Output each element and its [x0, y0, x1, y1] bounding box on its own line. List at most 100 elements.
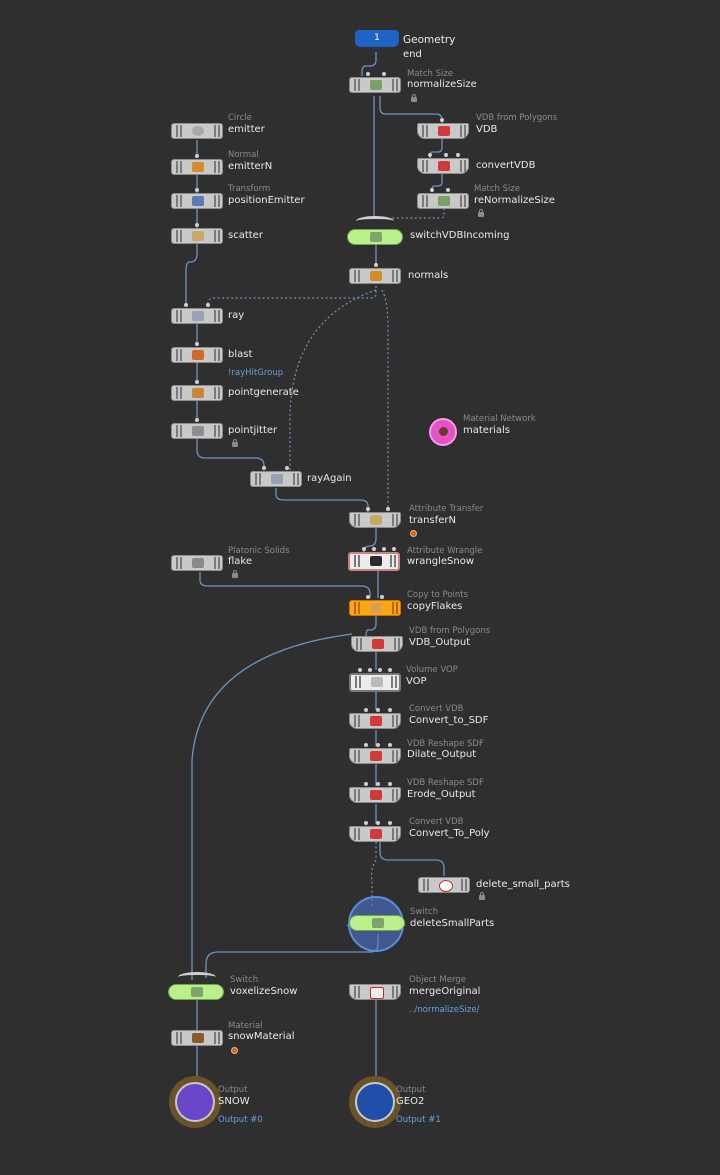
node-type: Object Merge: [409, 975, 466, 985]
normal-icon: [192, 162, 204, 172]
node-label: pointjitter: [228, 425, 278, 436]
node-type: Material Network: [463, 414, 536, 424]
node-rayAgain[interactable]: [250, 471, 302, 487]
node-voxelizeSnow[interactable]: [168, 984, 224, 1000]
point-jitter-icon: [192, 426, 204, 436]
node-type: Convert VDB: [409, 704, 464, 714]
output-index: Output #0: [218, 1115, 263, 1125]
node-label: blast: [228, 349, 253, 360]
node-VDB_Output[interactable]: [351, 636, 403, 652]
node-emitterN[interactable]: [171, 159, 223, 175]
node-label: snowMaterial: [228, 1031, 295, 1042]
node-label: rayAgain: [307, 473, 352, 484]
blast-icon: [192, 350, 204, 360]
network-title: Geometry: [403, 34, 456, 46]
node-type: Transform: [228, 184, 271, 194]
node-transferN[interactable]: [349, 512, 401, 528]
node-label: flake: [228, 556, 253, 567]
node-label: emitter: [228, 124, 265, 135]
node-flake[interactable]: [171, 555, 223, 571]
point-generate-icon: [192, 388, 204, 398]
node-type: Normal: [228, 150, 259, 160]
node-deleteSmallParts[interactable]: [349, 915, 405, 931]
node-wrangleSnow[interactable]: [348, 552, 400, 571]
node-label: SNOW: [218, 1096, 250, 1107]
switch-icon: [372, 918, 384, 928]
node-normals[interactable]: [349, 268, 401, 284]
copy-to-points-icon: [370, 603, 382, 613]
node-label: deleteSmallParts: [410, 918, 495, 929]
node-convertVDB[interactable]: [417, 158, 469, 174]
node-type: Copy to Points: [407, 590, 469, 600]
node-snowMaterial[interactable]: [171, 1030, 223, 1046]
node-label: reNormalizeSize: [474, 195, 555, 206]
material-dot-icon: [231, 1047, 238, 1054]
display-flag-button[interactable]: 1: [355, 30, 399, 47]
node-type: Platonic Solids: [228, 546, 290, 556]
node-label: Convert_To_Poly: [409, 828, 490, 839]
output-icon: [175, 1082, 215, 1122]
node-VOP[interactable]: [349, 673, 401, 692]
material-icon: [192, 1033, 204, 1043]
node-switchVDBIncoming[interactable]: [347, 229, 403, 245]
output-index: Output #1: [396, 1115, 441, 1125]
node-label: Convert_to_SDF: [409, 715, 489, 726]
node-label: delete_small_parts: [476, 879, 570, 890]
node-label: voxelizeSnow: [230, 986, 298, 997]
switch-icon: [370, 232, 382, 242]
node-type: Match Size: [407, 69, 454, 79]
normal-icon: [370, 271, 382, 281]
node-emitter[interactable]: [171, 123, 223, 139]
node-label: Dilate_Output: [407, 749, 477, 760]
node-mergeOriginal[interactable]: [349, 984, 401, 1000]
node-type: Match Size: [474, 184, 521, 194]
node-pointjitter[interactable]: [171, 423, 223, 439]
node-Convert_to_SDF[interactable]: [349, 713, 401, 729]
platonic-solid-icon: [192, 558, 204, 568]
vdb-icon: [370, 716, 382, 726]
node-label: Erode_Output: [407, 789, 476, 800]
circle-icon: [192, 126, 204, 136]
node-ray[interactable]: [171, 308, 223, 324]
node-scatter[interactable]: [171, 228, 223, 244]
node-type: VDB from Polygons: [476, 113, 558, 123]
node-label: materials: [463, 425, 510, 436]
node-normalizeSize[interactable]: [349, 77, 401, 93]
node-positionEmitter[interactable]: [171, 193, 223, 209]
node-GEO2[interactable]: [349, 1076, 401, 1128]
lock-icon: [411, 94, 417, 102]
switch-input-bar: [356, 216, 394, 226]
material-network-icon: [439, 427, 448, 436]
switch-input-bar: [178, 972, 216, 982]
node-label: GEO2: [396, 1096, 425, 1107]
node-copyFlakes[interactable]: [349, 600, 401, 616]
node-VDB[interactable]: [417, 123, 469, 139]
node-label: switchVDBIncoming: [410, 230, 510, 241]
node-type: Output: [218, 1085, 248, 1095]
node-type: VDB Reshape SDF: [407, 739, 484, 749]
network-subtitle: end: [403, 49, 422, 60]
node-label: wrangleSnow: [407, 556, 475, 567]
vdb-icon: [438, 161, 450, 171]
node-type: Attribute Wrangle: [407, 546, 483, 556]
node-label: VDB: [476, 124, 498, 135]
node-pointgenerate[interactable]: [171, 385, 223, 401]
node-blast[interactable]: [171, 347, 223, 363]
node-Convert_To_Poly[interactable]: [349, 826, 401, 842]
node-SNOW[interactable]: [169, 1076, 221, 1128]
node-label: transferN: [409, 515, 456, 526]
ray-icon: [192, 311, 204, 321]
match-size-icon: [438, 196, 450, 206]
node-label: copyFlakes: [407, 601, 463, 612]
delete-icon: [439, 880, 453, 892]
node-Erode_Output[interactable]: [349, 787, 401, 803]
node-Dilate_Output[interactable]: [349, 748, 401, 764]
node-type: Switch: [410, 907, 439, 917]
volume-vop-icon: [371, 677, 383, 687]
node-reNormalizeSize[interactable]: [417, 193, 469, 209]
node-delete_small_parts[interactable]: [418, 877, 470, 893]
object-merge-icon: [370, 987, 384, 999]
vdb-icon: [370, 790, 382, 800]
node-materials[interactable]: [429, 418, 457, 446]
